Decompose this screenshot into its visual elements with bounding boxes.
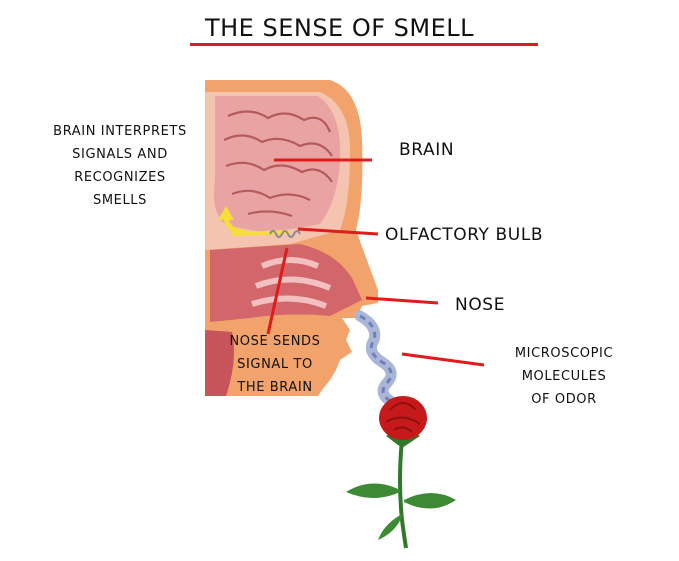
rose-leaf-lower bbox=[378, 514, 402, 540]
label-brain: BRAIN bbox=[399, 140, 455, 160]
signal-arrowhead bbox=[218, 206, 234, 220]
rose-leaf-right bbox=[404, 493, 456, 509]
rose-petal-detail bbox=[385, 402, 421, 433]
odor-molecule-stream bbox=[354, 310, 398, 408]
leader-lines bbox=[266, 158, 485, 367]
nasal-turbinates bbox=[251, 257, 332, 309]
throat-cavity bbox=[205, 330, 234, 396]
leader-line-molecules bbox=[401, 352, 485, 367]
label-microscopic-molecules: MICROSCOPIC MOLECULES OF ODOR bbox=[514, 346, 614, 407]
brain-folds bbox=[223, 110, 333, 218]
olfactory-bulb-coil bbox=[269, 230, 301, 238]
label-nose: NOSE bbox=[455, 295, 506, 315]
rose-leaf-left bbox=[346, 483, 400, 498]
leader-line-nose bbox=[365, 296, 439, 305]
note-brain-interprets: BRAIN INTERPRETS SIGNALS AND RECOGNIZES … bbox=[53, 124, 187, 208]
leader-line-nose-sends bbox=[266, 247, 289, 335]
brain-tissue bbox=[213, 96, 341, 232]
title-underline bbox=[190, 43, 538, 46]
leader-line-olfactory-bulb bbox=[297, 227, 379, 236]
label-olfactory-bulb: OLFACTORY BULB bbox=[385, 225, 544, 245]
diagram-title: THE SENSE OF SMELL bbox=[204, 14, 475, 42]
note-nose-sends-signal: NOSE SENDS SIGNAL TO THE BRAIN bbox=[229, 334, 321, 395]
rose-illustration bbox=[346, 396, 456, 549]
rose-stem bbox=[398, 439, 408, 549]
signal-arrow bbox=[223, 217, 247, 235]
